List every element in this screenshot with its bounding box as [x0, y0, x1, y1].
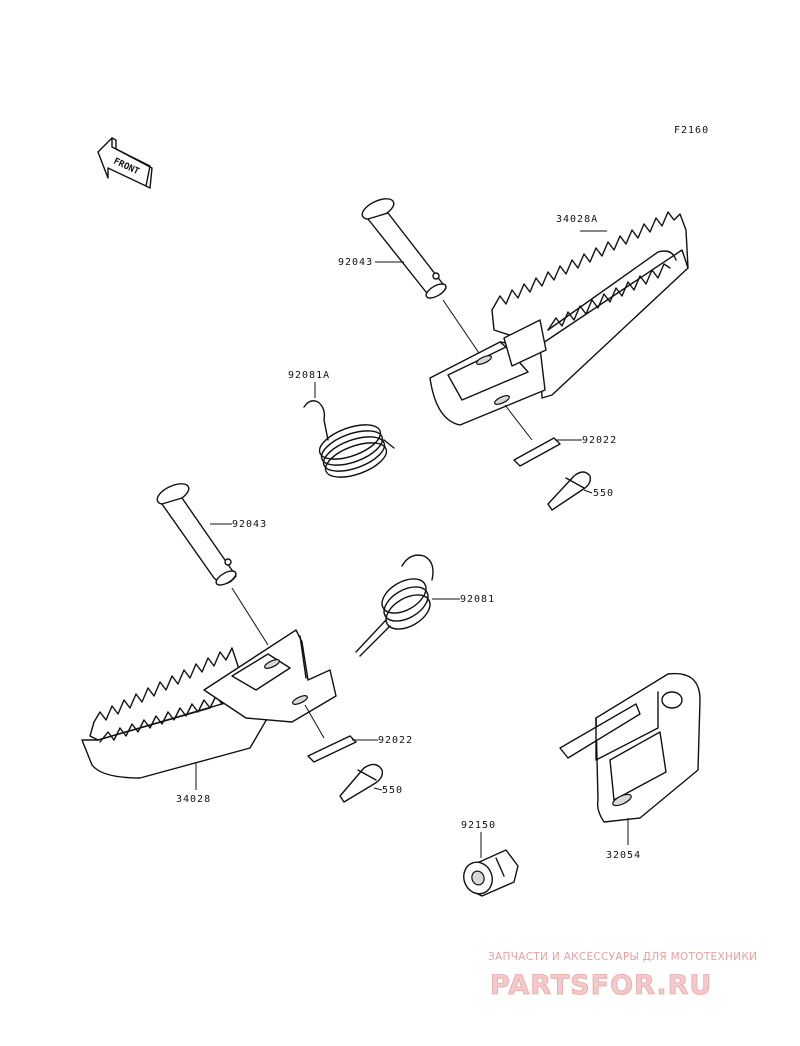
label-bracket: 32054	[606, 850, 641, 861]
spring-upper	[303, 400, 395, 478]
pin-lower	[156, 483, 237, 586]
label-washer-upper: 92022	[582, 435, 617, 446]
cotter-pin-upper	[547, 471, 592, 511]
label-washer-lower: 92022	[378, 735, 413, 746]
spring-lower	[355, 554, 434, 657]
grommet	[463, 849, 519, 897]
label-pin-lower: 92043	[232, 519, 267, 530]
watermark-tagline: ЗАПЧАСТИ И АКСЕССУАРЫ ДЛЯ МОТОТЕХНИКИ	[488, 951, 757, 963]
label-footpeg-left: 34028	[176, 794, 211, 805]
washer-upper	[513, 437, 561, 467]
footpeg-upper-right	[429, 211, 689, 426]
front-arrow-icon: FRONT	[97, 137, 153, 189]
label-grommet: 92150	[461, 820, 496, 831]
cotter-pin-lower	[339, 763, 384, 803]
footpeg-lower-left	[81, 629, 337, 779]
label-spring-lower: 92081	[460, 594, 495, 605]
label-footpeg-right: 34028A	[556, 214, 598, 225]
pin-upper	[361, 198, 447, 299]
label-spring-upper: 92081A	[288, 370, 330, 381]
washer-lower	[307, 735, 357, 763]
label-cotter-upper: 550	[593, 488, 614, 499]
bracket	[559, 672, 701, 823]
figure-code: F2160	[674, 125, 709, 136]
watermark-brand: PARTSFOR.RU	[490, 970, 712, 1001]
label-pin-upper: 92043	[338, 257, 373, 268]
label-cotter-lower: 550	[382, 785, 403, 796]
